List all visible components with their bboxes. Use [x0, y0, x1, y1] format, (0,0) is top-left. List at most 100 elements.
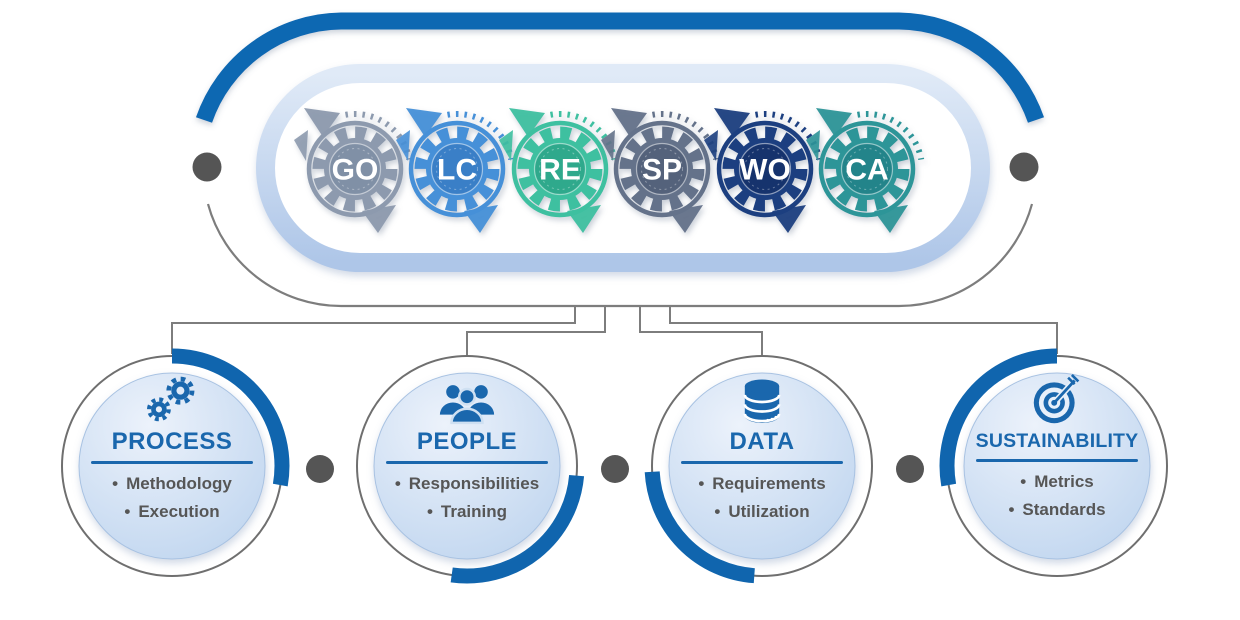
database-icon-svg — [743, 379, 781, 423]
title-divider — [976, 459, 1138, 462]
gear-teeth — [414, 126, 500, 212]
list-item-text: Metrics — [1034, 472, 1094, 491]
gear-inner-disc — [635, 142, 689, 196]
card-item-list: •Responsibilities •Training — [395, 470, 539, 526]
separator-dot-1 — [306, 455, 334, 483]
card-title: SUSTAINABILITY — [975, 430, 1139, 452]
gear-badge-wo: WO — [704, 108, 823, 233]
gear-inner-disc — [840, 142, 894, 196]
gear-dial-ring — [539, 148, 581, 190]
gear-outer-ring — [818, 120, 916, 218]
gear-inner-disc — [430, 142, 484, 196]
pill-right-dot — [1009, 152, 1039, 182]
process-accent-arc — [171, 348, 290, 487]
list-item-text: Responsibilities — [408, 474, 540, 493]
gear-dial-ring — [334, 148, 376, 190]
gear-teeth — [619, 126, 705, 212]
list-item-text: Requirements — [712, 474, 826, 493]
list-item-text: Standards — [1022, 500, 1106, 519]
gear-accent-wedge-left — [396, 130, 410, 161]
list-item: • Utilization — [698, 498, 825, 526]
gear-label: SP — [642, 154, 682, 187]
gear-dial-ring — [846, 148, 888, 190]
separator-dot-2 — [601, 455, 629, 483]
bullet-dot: • — [698, 474, 705, 493]
list-item: • Execution — [112, 498, 232, 526]
sustainability-accent-arc — [939, 348, 1058, 487]
gear-outer-ring — [716, 120, 814, 218]
gear-accent-wedge-left — [704, 130, 718, 161]
card-title: DATA — [729, 428, 795, 455]
gear-teeth — [824, 126, 910, 212]
title-divider — [386, 461, 548, 464]
sustainability-inner-circle — [963, 372, 1151, 560]
bullet-dot: • — [1020, 472, 1027, 491]
connector-process — [171, 306, 576, 354]
gear-tick-marks — [344, 111, 413, 161]
gear-dial-ring — [641, 148, 683, 190]
connector-lines — [171, 306, 1058, 357]
list-item-text: Utilization — [728, 502, 810, 521]
gear-accent-wedge-left — [294, 130, 308, 161]
gear-label: GO — [332, 154, 379, 187]
card-sustainability: SUSTAINABILITY • Metrics •Standards — [952, 374, 1162, 524]
gear-badge-re: RE — [499, 108, 618, 233]
gear-label: RE — [539, 154, 581, 187]
card-inner-circles — [78, 372, 1151, 560]
gear-teeth — [722, 126, 808, 212]
process-gears-icon — [143, 374, 201, 426]
target-icon-svg — [1033, 374, 1080, 424]
process-gears-icon-svg — [146, 376, 195, 422]
gear-tick-marks — [651, 111, 720, 161]
people-accent-arc — [450, 474, 585, 584]
people-icon — [437, 374, 497, 426]
list-item-text: Methodology — [126, 474, 232, 493]
list-item: • Requirements — [698, 470, 825, 498]
connector-data — [639, 306, 763, 355]
list-item: • Methodology — [112, 470, 232, 498]
list-item-text: Execution — [138, 502, 220, 521]
connector-people — [466, 306, 606, 357]
title-divider — [91, 461, 253, 464]
gear-teeth — [312, 126, 398, 212]
gear-accent-wedge-left — [601, 130, 615, 161]
pill-accent-arc — [195, 12, 1045, 123]
gear-accent-triangle-top — [406, 108, 442, 137]
gear-accent-triangle-top — [509, 108, 545, 137]
list-item: •Responsibilities — [395, 470, 539, 498]
card-item-list: • Requirements • Utilization — [698, 470, 825, 526]
bullet-dot: • — [714, 502, 721, 521]
list-item: •Standards — [1008, 496, 1105, 524]
card-accent-arcs — [171, 348, 1058, 584]
connector-sustainability — [669, 306, 1058, 354]
gear-accent-triangle-top — [816, 108, 852, 137]
data-inner-circle — [668, 372, 856, 560]
target-icon — [1031, 374, 1083, 426]
card-item-list: • Methodology • Execution — [112, 470, 232, 526]
gear-accent-wedge-left — [499, 130, 513, 161]
bullet-dot: • — [124, 502, 131, 521]
list-item: •Training — [395, 498, 539, 526]
gear-dial-ring — [744, 148, 786, 190]
gear-outer-ring — [408, 120, 506, 218]
gear-badge-go: GO — [294, 108, 413, 233]
list-item: • Metrics — [1008, 468, 1105, 496]
card-people: PEOPLE •Responsibilities •Training — [362, 374, 572, 526]
gear-tick-marks — [446, 111, 515, 161]
gear-outer-ring — [511, 120, 609, 218]
gear-accent-triangle-top — [611, 108, 647, 137]
database-icon — [741, 374, 783, 426]
gear-label: CA — [845, 154, 888, 187]
people-inner-circle — [373, 372, 561, 560]
bullet-dot: • — [426, 502, 433, 521]
process-inner-circle — [78, 372, 266, 560]
gear-tick-marks — [856, 111, 925, 161]
card-data: DATA • Requirements • Utilization — [657, 374, 867, 526]
gear-badge-ca: CA — [806, 108, 925, 233]
gear-badge-lc: LC — [396, 108, 515, 233]
people-icon-svg — [439, 385, 495, 425]
bullet-dot: • — [112, 474, 119, 493]
gear-label: LC — [437, 154, 477, 187]
gear-inner-disc — [533, 142, 587, 196]
